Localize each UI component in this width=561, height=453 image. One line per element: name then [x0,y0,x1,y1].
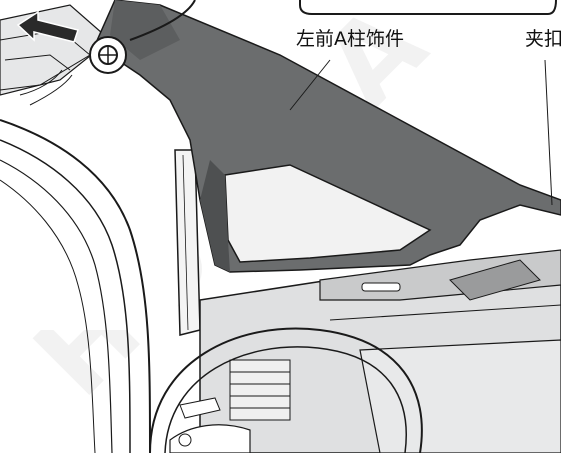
clip-detail-inner [98,45,118,65]
steering-wheel-button [178,433,192,447]
dashboard-edge [329,304,561,321]
speaker-grille [449,259,541,301]
door-handle [179,397,221,419]
removal-direction-arrow-icon [16,10,79,43]
trim-slot [361,282,401,292]
a-pillar-trim-shade [200,160,230,272]
steering-wheel-rim-inner [164,346,407,453]
steering-wheel-rim [149,327,423,453]
door-frame-curve [0,119,151,453]
callout-bubble-tail [129,0,196,41]
a-pillar-trim-window [224,164,432,263]
dashboard-panel [359,339,561,453]
a-pillar-post-line [182,154,189,331]
door-frame-curve-inner [0,139,131,453]
roof-rail-detail-2 [4,54,71,71]
a-pillar-trim-label: 左前A柱饰件 [296,28,404,50]
steering-wheel-hub [169,424,251,453]
air-vent [229,359,291,421]
clip-label: 夹扣 [525,28,561,50]
clip-detail-cross [100,47,116,63]
door-seal [0,179,96,453]
a-pillar-trim-shade-2 [110,0,180,60]
callout-bubble [299,0,557,15]
clip-leader-line [544,59,553,206]
a-pillar-leader-line [289,59,331,111]
side-panel-lines [19,69,73,106]
door-frame-curve-outer [0,159,113,453]
